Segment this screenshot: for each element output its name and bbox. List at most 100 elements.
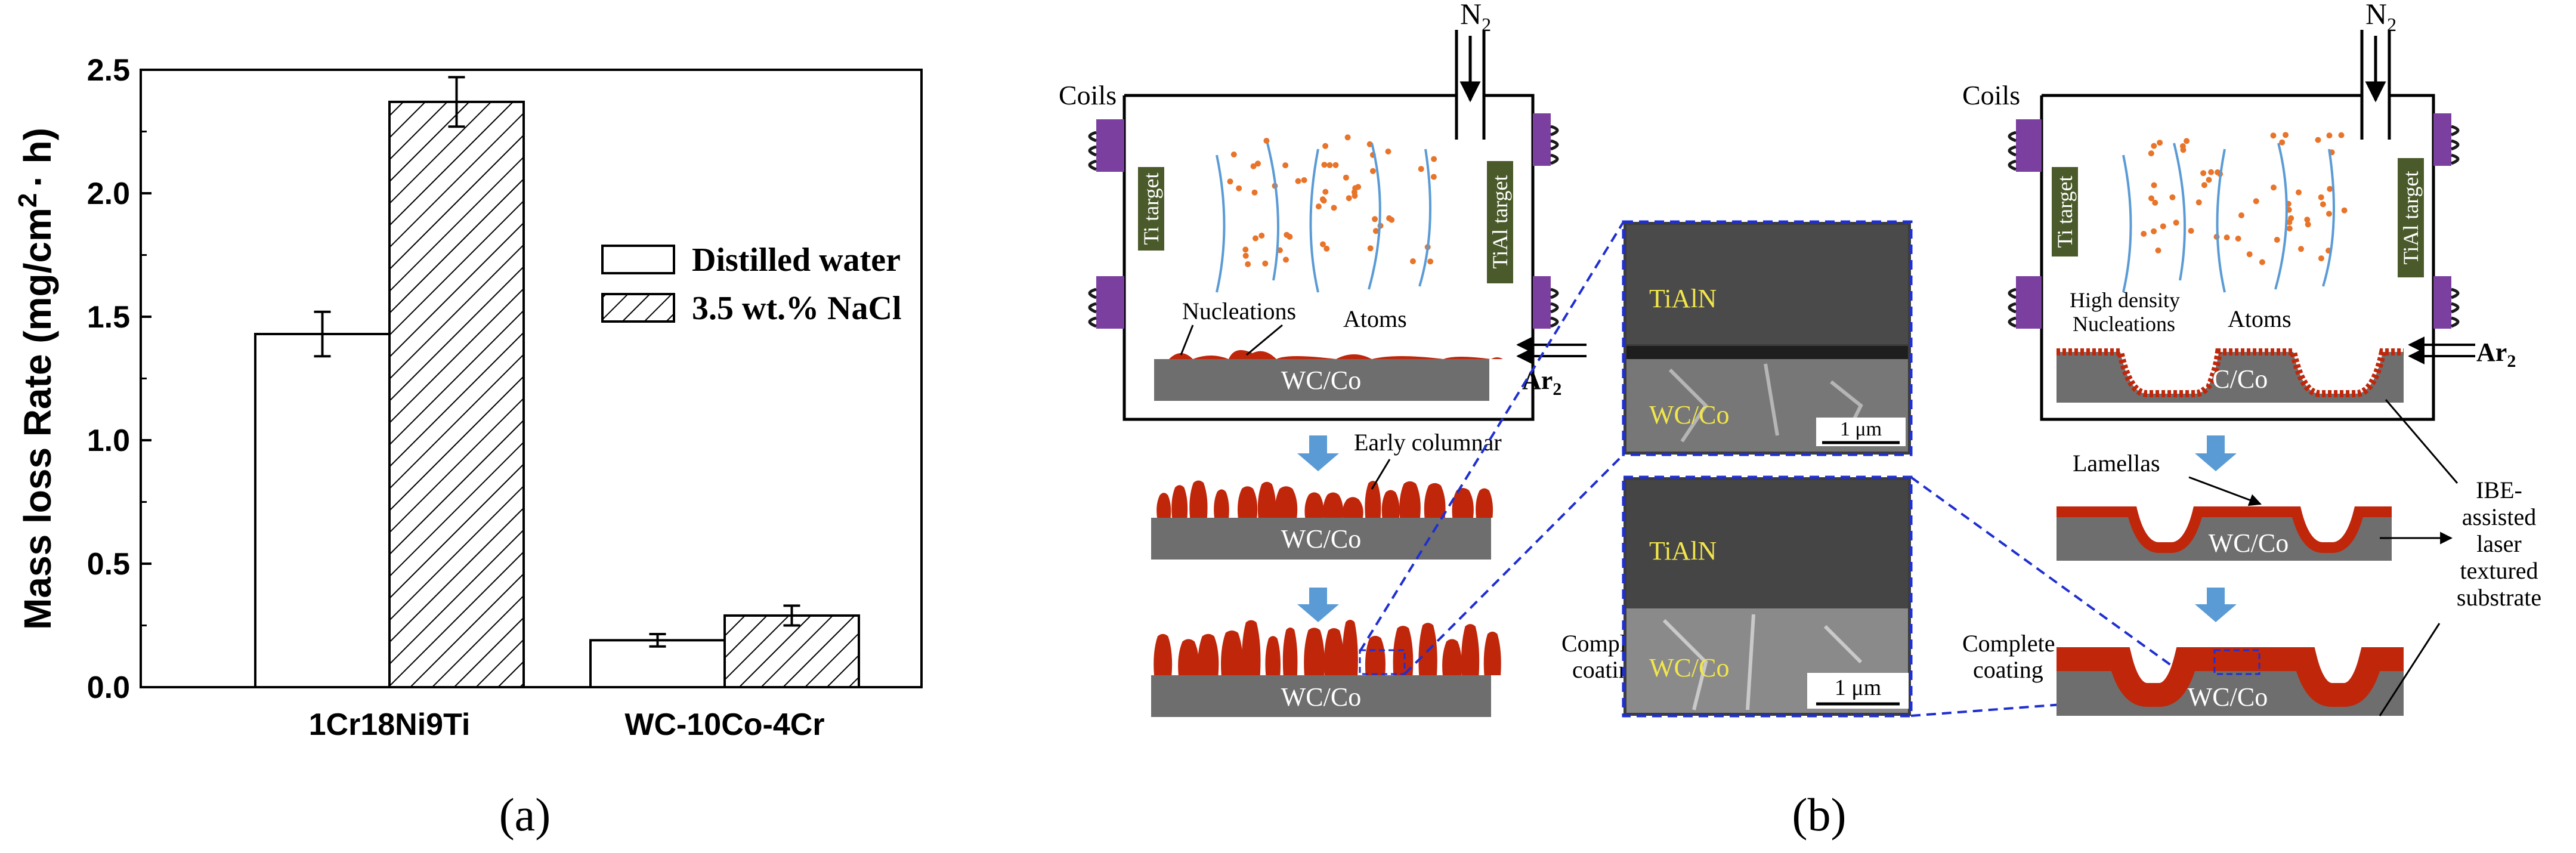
y-tick-label: 2.5 [87,53,130,88]
coating-column [1452,488,1474,518]
atom-particle [2155,247,2161,254]
coil-icon-right-upper [1533,113,1559,166]
atom-particle [2304,217,2311,223]
coating-column [1257,481,1276,518]
atom-particle [2184,138,2190,144]
y-tick-label: 0.0 [87,670,130,705]
atom-particle [2235,236,2241,242]
coating-column [1265,636,1281,675]
coating-column [1178,639,1199,675]
atom-particle [1258,233,1265,239]
atom-particle [2157,140,2163,146]
ar2-label-left: Ar2 [1522,366,1561,399]
atom-particle [1331,205,1337,211]
atom-particle [1418,166,1424,172]
nucleation-layer-left [1169,350,1503,359]
coil-icon-r-left-upper [2008,119,2042,172]
left-early-columnar: WC/Co Early columnar [1151,429,1502,560]
atom-particle [2283,132,2289,138]
atom-particle [1427,258,1434,265]
atom-particle [1321,162,1328,168]
atom-particles-left [1227,134,1437,267]
atom-particle [2298,246,2304,252]
flow-arrows-left [1216,143,1431,293]
y-tick-label: 1.5 [87,300,130,335]
sem-bottom-tialn-label: TiAlN [1649,536,1717,565]
atom-particle [2195,199,2202,206]
substrate-step2-label: WC/Co [1281,524,1361,554]
atom-particle [1367,245,1374,252]
panel-b-diagram: N2 Coils Ti target TiAl ta [1059,0,2541,840]
right-complete-coating: WC/Co Complete coating [1962,588,2441,716]
atom-particle [2326,211,2332,217]
flow-arrows-right [2122,143,2335,293]
atom-particle [2318,194,2324,200]
atom-particle [1386,215,1393,221]
atom-particle [2206,177,2212,183]
atom-particle [2188,228,2194,234]
substrate-right-label: WC/Co [2188,364,2268,394]
zoom-connectors [1359,221,2216,717]
legend-swatch-nacl [601,293,675,323]
coating-column [1323,628,1344,675]
substrate-left-label: WC/Co [1281,366,1361,395]
x-category-label: 1Cr18Ni9Ti [309,707,471,742]
substrate-right-step3-label: WC/Co [2188,682,2268,712]
atom-particle [2180,147,2187,153]
left-chamber: N2 Coils Ti target TiAl ta [1059,0,1587,421]
n2-label: N2 [1460,0,1491,35]
coating-column [1424,483,1446,518]
early-columnar-label: Early columnar [1354,429,1502,456]
atom-particle [1343,174,1349,181]
coating-column [1241,620,1261,675]
tial-target-left-label: TiAl target [1488,175,1512,268]
coil-icon-right-lower [1533,276,1559,329]
atom-particle [2318,255,2324,262]
svg-text:laser: laser [2476,530,2522,557]
svg-text:substrate: substrate [2457,584,2541,611]
bar [254,332,391,688]
ti-target-right [2052,167,2078,256]
atom-particle [2326,132,2333,139]
atom-particle [1253,235,1258,242]
atom-particle [1227,178,1233,185]
substrate-left [1154,359,1489,401]
coating-column [1342,619,1358,675]
substrate-step3-label: WC/Co [1281,682,1361,712]
complete-coating-label-right-2: coating [1973,656,2043,683]
atom-particle [2286,219,2293,225]
sem-image-bottom: TiAlN WC/Co 1 μm [1622,475,1913,718]
atom-particle [1431,156,1437,162]
atom-particle [2270,132,2277,139]
atom-particle [1326,162,1333,168]
atom-particle [1323,245,1330,252]
legend: Distilled water 3.5 wt.% NaCl [601,242,902,327]
atom-particle [1320,241,1326,248]
sem-image-top: TiAlN WC/Co 1 μm [1622,220,1913,456]
ibe-label: IBE- assisted laser textured substrate [2457,477,2541,611]
atoms-label-right: Atoms [2228,305,2292,332]
coating-column [1304,492,1324,518]
atom-particle [1372,228,1379,234]
atom-particle [2224,234,2230,241]
atom-particle [2151,143,2157,149]
atom-particle [2201,182,2207,188]
atom-particle [2320,201,2326,208]
svg-text:textured: textured [2460,557,2538,584]
atom-particle [1251,189,1258,196]
ar2-label-right: Ar2 [2476,338,2516,371]
atom-particle [2271,184,2277,191]
sem-top-scale: 1 μm [1840,418,1882,440]
atom-particle [1369,168,1376,174]
atom-particle [2151,182,2157,188]
atom-particle [2286,225,2293,231]
atom-particle [1255,160,1261,167]
right-chamber: N2 Coils Ti target TiAl target [1962,0,2516,484]
atom-particle [2341,207,2348,214]
atom-particle [1250,163,1257,169]
tial-target-left [1487,161,1513,283]
atom-particle [1236,185,1242,191]
tial-target-right [2398,158,2424,277]
